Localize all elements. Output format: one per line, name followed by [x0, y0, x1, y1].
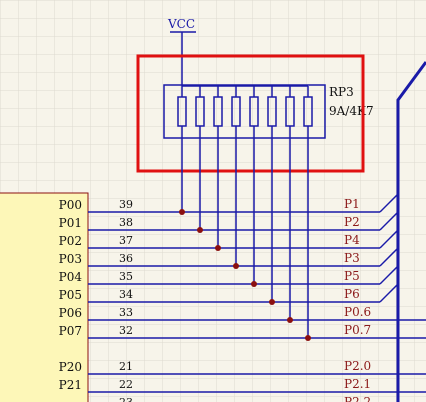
mcu-pin-name: P20 — [59, 360, 82, 374]
net-label: P3 — [344, 251, 360, 265]
bus-entry — [379, 193, 399, 213]
mcu-pin-number: 22 — [119, 378, 133, 391]
net-label: P4 — [344, 233, 360, 247]
mcu-pin-number: 38 — [119, 216, 133, 229]
junction-dot — [269, 299, 275, 305]
mcu-pin-name: P03 — [59, 252, 82, 266]
mcu-pin-name: P07 — [59, 324, 82, 338]
mcu-pin-number: 21 — [119, 360, 133, 373]
mcu-pin-name: P05 — [59, 288, 82, 302]
net-label: P0.7 — [344, 323, 371, 337]
junction-dot — [233, 263, 239, 269]
junction-dot — [251, 281, 257, 287]
bus-entry — [379, 211, 399, 231]
mcu-pin-number: 32 — [119, 324, 133, 337]
mcu-pin-number: 39 — [119, 198, 133, 211]
mcu-pin-number: 23 — [119, 396, 133, 402]
junction-dot — [287, 317, 293, 323]
net-label: P0.6 — [344, 305, 371, 319]
junction-dot — [179, 209, 185, 215]
junction-dot — [305, 335, 311, 341]
net-label: P1 — [344, 197, 360, 211]
net-label: P2.1 — [344, 377, 371, 391]
mcu-pin-name: P00 — [59, 198, 82, 212]
resistor-pack-body — [163, 84, 326, 139]
net-label: P5 — [344, 269, 360, 283]
net-label: P2 — [344, 215, 360, 229]
vcc-label: VCC — [167, 17, 195, 31]
mcu-pin-name: P01 — [59, 216, 82, 230]
mcu-pin-name: P04 — [59, 270, 83, 284]
vcc-power-symbol: VCC — [167, 17, 196, 86]
net-label: P6 — [344, 287, 360, 301]
mcu-pin-number: 33 — [119, 306, 133, 319]
bus-line — [396, 61, 426, 402]
bus-entry — [379, 229, 399, 249]
junction-dot — [215, 245, 221, 251]
resistor-pack-designator: RP3 — [329, 85, 354, 99]
mcu-pin-number: 37 — [119, 234, 133, 247]
mcu-pin-number: 34 — [119, 288, 133, 301]
junction-dot — [197, 227, 203, 233]
bus-entry — [379, 283, 399, 303]
bus-entry — [379, 265, 399, 285]
resistor-pack-value: 9A/4K7 — [329, 104, 374, 118]
net-label: P2.2 — [344, 395, 371, 402]
mcu-chip-body — [0, 192, 89, 402]
bus-entry — [379, 247, 399, 267]
resistor-elements — [177, 86, 313, 138]
net-label: P2.0 — [344, 359, 371, 373]
mcu-pin-name: P02 — [59, 234, 82, 248]
mcu-pin-name: P21 — [59, 378, 82, 392]
mcu-pin-number: 35 — [119, 270, 133, 283]
mcu-pin-name: P06 — [59, 306, 82, 320]
highlight-box — [136, 54, 365, 173]
mcu-pin-number: 36 — [119, 252, 133, 265]
